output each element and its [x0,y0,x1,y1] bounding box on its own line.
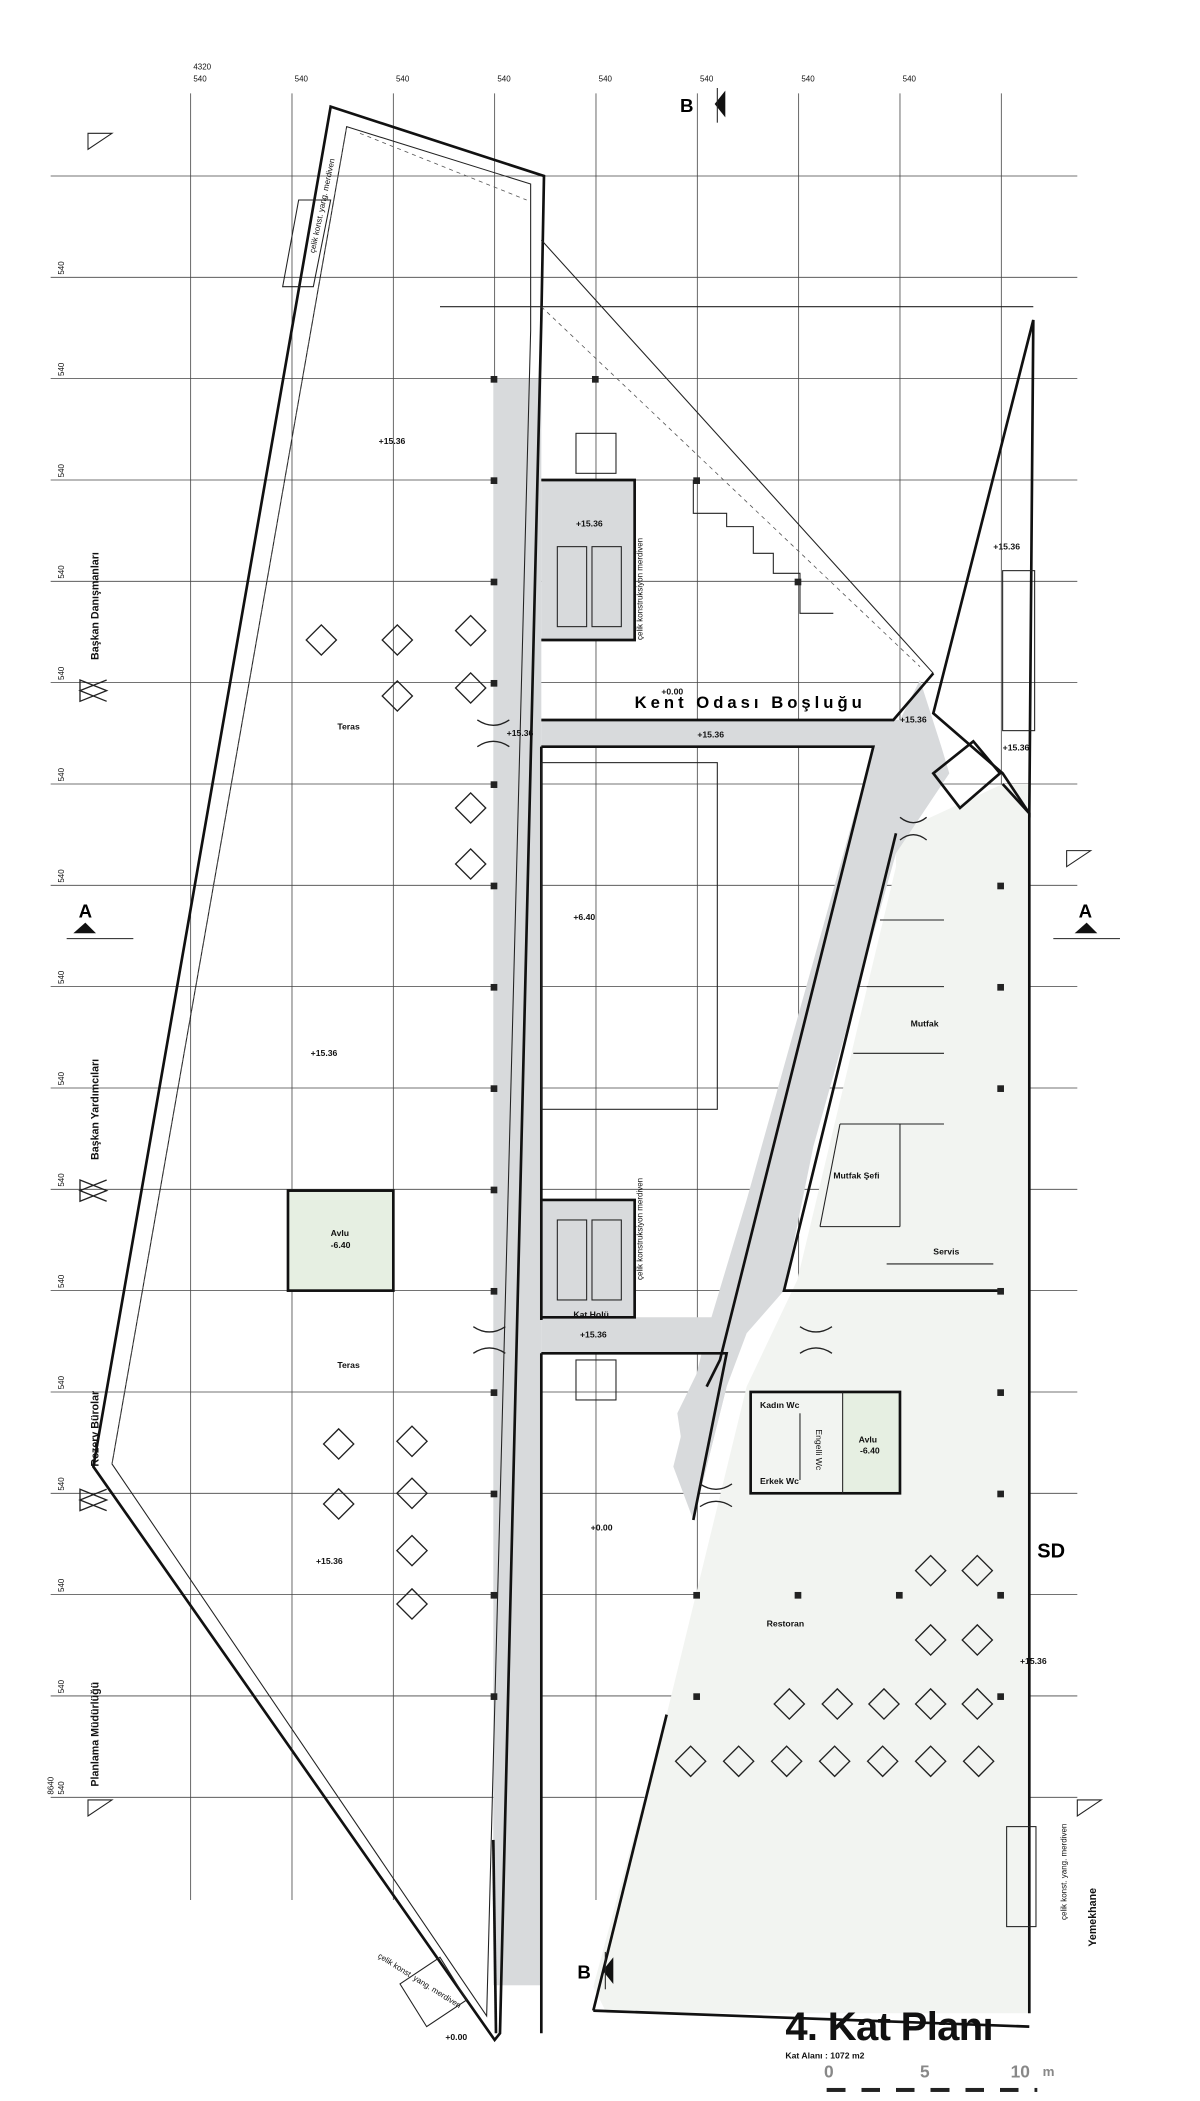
room-engelli-wc: Engelli Wc [814,1429,824,1471]
stair-label: çelik konstruksiyon merdiven [636,538,645,640]
level-label: +0.00 [445,2032,467,2042]
room-kat-holu: Kat Holü [573,1309,609,1319]
dim-left: 540 [57,1173,66,1187]
level-avlu-court: -6.40 [331,1240,351,1250]
dim-left: 540 [57,1679,66,1693]
level-label: +15.36 [993,541,1020,551]
dim-top: 540 [497,74,511,83]
dim-top: 540 [801,74,815,83]
level-label: +15.36 [379,436,406,446]
room-teras-upper: Teras [337,721,360,731]
label-baskan-yardimcilari: Başkan Yardımcıları [90,1059,102,1160]
section-marker-a-left: A [66,900,134,940]
dim-top: 540 [396,74,410,83]
label-sd: SD [1037,1540,1065,1562]
label-yemekhane: Yemekhane [1087,1888,1099,1947]
room-erkek-wc: Erkek Wc [760,1476,799,1486]
room-mutfak-sefi: Mutfak Şefi [833,1171,879,1181]
room-kadin-wc: Kadın Wc [760,1400,800,1410]
svg-text:B: B [680,95,693,116]
room-teras-lower: Teras [337,1360,360,1370]
scale-line [826,2087,1038,2092]
dim-top: 540 [700,74,714,83]
scale-0: 0 [823,2061,834,2082]
columns [490,375,1004,1700]
section-marker-b-top: B [680,87,726,123]
level-label: +15.36 [316,1556,343,1566]
room-servis: Servis [933,1247,959,1257]
room-restoran: Restoran [767,1619,805,1629]
dim-left: 540 [57,767,66,781]
scale-10: 10 [1010,2061,1030,2082]
svg-text:A: A [79,900,92,921]
level-label: +15.36 [1020,1656,1047,1666]
dim-left: 540 [57,869,66,883]
dim-left: 540 [57,261,66,275]
svg-text:A: A [1079,900,1092,921]
dim-top: 540 [193,74,207,83]
level-label: +15.36 [1003,743,1030,753]
room-kent-odasi-boslugu: Kent Odası Boşluğu [635,693,866,712]
level-label: +0.00 [591,1523,613,1533]
dim-left: 540 [57,666,66,680]
label-planlama-mudurlugu: Planlama Müdürlüğü [90,1682,102,1787]
level-label: +15.36 [576,519,603,529]
dim-top: 540 [295,74,309,83]
dim-top: 540 [903,74,917,83]
floor-area: Kat Alanı : 1072 m2 [785,2051,865,2062]
section-marker-b-bottom: B [577,1951,614,1990]
dim-left: 540 [57,1274,66,1288]
scale-bar: 0 5 10 m [824,2061,1064,2101]
level-label: +0.00 [661,687,683,697]
room-avlu-court: Avlu [331,1228,349,1238]
svg-text:B: B [577,1962,590,1983]
north-triangles [87,132,1104,1817]
fills [286,378,1030,2014]
title-block: 4. Kat Planı Kat Alanı : 1072 m2 [785,2005,1078,2062]
dim-top-first: 4320 [193,62,211,71]
stair-label: çelik konstruksiyon merdiven [636,1178,645,1280]
dim-left: 540 [57,1781,66,1795]
room-avlu-small: Avlu [859,1435,877,1445]
room-mutfak: Mutfak [911,1019,939,1029]
level-label: +15.36 [697,729,724,739]
level-label: +15.36 [580,1329,607,1339]
dim-top: 540 [599,74,613,83]
stair-label: çelik konst. yang. merdiven [376,1951,462,2010]
dim-left: 540 [57,1477,66,1491]
stair-label: çelik konst. yang. merdiven [1060,1824,1069,1920]
label-rezerv-burolar: Rezerv Bürolar [90,1391,102,1467]
scale-unit: m [1042,2065,1055,2080]
dim-left: 540 [57,463,66,477]
tables [305,614,995,1778]
level-label: +15.36 [507,728,534,738]
dim-left: 540 [57,1578,66,1592]
section-marker-a-right: A [1053,900,1120,940]
dim-left: 540 [57,362,66,376]
level-avlu-small: -6.40 [860,1445,880,1455]
label-baskan-danismanlari: Başkan Danışmanları [90,552,102,660]
level-label: +6.40 [573,912,595,922]
top-dimensions: 4320 540 540 540 540 540 540 540 540 [193,62,916,83]
building-outline [91,104,1037,2043]
level-label: +15.36 [311,1048,338,1058]
dim-left: 540 [57,1071,66,1085]
plan-title: 4. Kat Planı [785,2005,993,2050]
dim-left: 540 [57,970,66,984]
dim-left-end: 8640 [46,1776,55,1794]
level-label: +15.36 [900,715,927,725]
door-swings [78,678,928,1512]
dim-left: 540 [57,565,66,579]
scale-5: 5 [919,2061,930,2082]
left-dimensions: 540 540 540 540 540 540 540 540 540 540 … [46,261,66,1795]
dim-left: 540 [57,1375,66,1389]
